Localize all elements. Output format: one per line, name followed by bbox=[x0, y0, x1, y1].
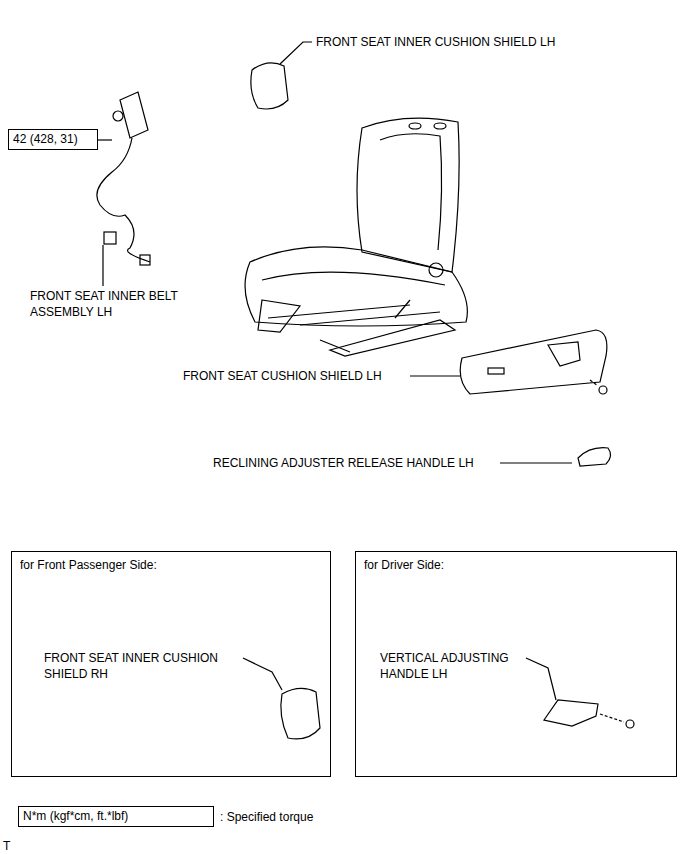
rail bbox=[320, 300, 410, 352]
screw bbox=[626, 720, 634, 728]
shield-cutout bbox=[548, 342, 580, 366]
cushion-shield bbox=[460, 330, 607, 394]
rail bbox=[268, 305, 440, 325]
belt-wire bbox=[97, 138, 150, 262]
recliner bbox=[429, 263, 443, 277]
shield-part bbox=[281, 688, 320, 738]
leader-line bbox=[102, 245, 103, 286]
box-text: N*m (kgf*cm, ft.*lbf) bbox=[23, 809, 209, 824]
torque-box: N*m (kgf*cm, ft.*lbf) bbox=[18, 806, 214, 827]
part-label: VERTICAL ADJUSTING HANDLE LH bbox=[380, 650, 525, 682]
part-label: FRONT SEAT CUSHION SHIELD LH bbox=[183, 368, 382, 384]
connector bbox=[140, 255, 150, 265]
vertical-handle bbox=[544, 700, 598, 726]
leader-line bbox=[98, 139, 112, 140]
belt-buckle bbox=[120, 92, 148, 138]
part-label: : Specified torque bbox=[220, 809, 313, 825]
leader-line bbox=[280, 42, 312, 64]
screw-axis bbox=[590, 380, 598, 386]
part-label: FRONT SEAT INNER BELT ASSEMBLY LH bbox=[30, 288, 205, 320]
part-label: FRONT SEAT INNER CUSHION SHIELD LH bbox=[316, 34, 555, 50]
headrest-hole bbox=[409, 123, 421, 129]
shield-slot bbox=[488, 368, 504, 374]
seat-seam bbox=[380, 134, 442, 250]
leader-line bbox=[526, 658, 556, 700]
connector bbox=[104, 232, 116, 244]
headrest-hole bbox=[434, 123, 446, 129]
box-text: 42 (428, 31) bbox=[13, 132, 93, 147]
leader-line bbox=[243, 658, 282, 690]
nut bbox=[113, 111, 123, 121]
part-label: RECLINING ADJUSTER RELEASE HANDLE LH bbox=[213, 455, 474, 471]
box-text: for Front Passenger Side: bbox=[20, 558, 322, 573]
seat-back bbox=[357, 118, 459, 272]
rail bbox=[330, 320, 455, 356]
part-label: T bbox=[3, 838, 10, 854]
leader-line bbox=[410, 375, 460, 376]
shield-part bbox=[251, 63, 288, 109]
screw bbox=[599, 386, 607, 394]
seat-seam bbox=[262, 272, 445, 285]
release-handle bbox=[578, 448, 611, 466]
seat-cushion bbox=[245, 247, 467, 326]
torque-box: 42 (428, 31) bbox=[8, 129, 98, 150]
box-text: for Driver Side: bbox=[364, 558, 668, 573]
leader-line bbox=[500, 462, 572, 463]
part-label: FRONT SEAT INNER CUSHION SHIELD RH bbox=[44, 650, 242, 682]
screw-axis bbox=[600, 714, 624, 722]
